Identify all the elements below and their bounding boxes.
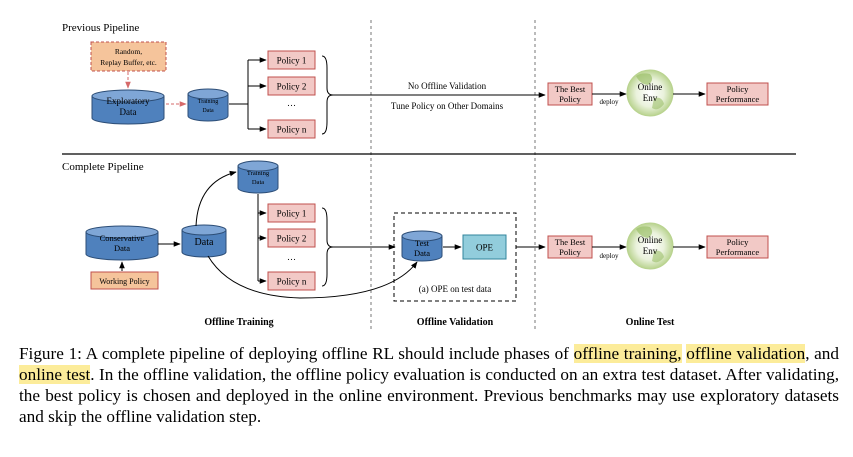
caption-label: Figure 1:: [19, 344, 82, 363]
caption-text-4: . In the offline validation, the offline…: [19, 365, 839, 426]
test-data-database: Test Data: [401, 230, 443, 262]
best-policy-box-previous: The Best Policy: [547, 82, 593, 106]
highlight-online-test: online test: [19, 365, 91, 384]
svg-text:Policy 1: Policy 1: [277, 56, 307, 66]
svg-text:Policy: Policy: [727, 84, 749, 94]
svg-text:Working Policy: Working Policy: [99, 277, 149, 286]
exploratory-data-database: Exploratory Data: [91, 89, 165, 125]
svg-text:OPE: OPE: [476, 243, 494, 253]
ope-caption: (a) OPE on test data: [419, 284, 491, 294]
random-source-box: Random, Replay Buffer, etc.: [90, 41, 167, 72]
highlight-offline-training: offline training,: [573, 344, 682, 363]
svg-text:Data: Data: [252, 179, 264, 186]
working-policy-box: Working Policy: [90, 271, 159, 290]
svg-text:Random,: Random,: [115, 47, 142, 56]
svg-text:Policy 2: Policy 2: [277, 82, 307, 92]
svg-text:Env: Env: [643, 246, 658, 256]
pipeline-figure: Previous Pipeline Random, Replay Buffer,…: [62, 20, 796, 330]
online-env-globe-previous: Online Env: [626, 69, 674, 117]
training-data-database-previous: Training Data: [187, 88, 229, 122]
svg-text:Policy n: Policy n: [277, 277, 307, 287]
svg-text:Data: Data: [414, 248, 430, 258]
phase-label-online-test: Online Test: [626, 317, 675, 328]
svg-text:Replay Buffer, etc.: Replay Buffer, etc.: [100, 58, 157, 67]
svg-text:Conservative: Conservative: [100, 233, 145, 243]
svg-text:Policy 1: Policy 1: [277, 209, 307, 219]
data-database: Data: [181, 224, 227, 258]
svg-text:Policy: Policy: [559, 247, 581, 257]
phase-label-offline-validation: Offline Validation: [417, 317, 494, 328]
tune-policy-label: Tune Policy on Other Domains: [391, 101, 504, 111]
svg-text:Exploratory: Exploratory: [107, 96, 150, 106]
complete-pipeline-title: Complete Pipeline: [62, 161, 144, 173]
svg-text:Env: Env: [643, 93, 658, 103]
svg-text:Data: Data: [114, 243, 130, 253]
deploy-label-previous: deploy: [599, 98, 619, 106]
svg-text:Data: Data: [120, 107, 137, 117]
conservative-data-database: Conservative Data: [85, 225, 159, 261]
svg-text:Online: Online: [638, 82, 663, 92]
svg-text:Online: Online: [638, 235, 663, 245]
svg-text:Training: Training: [247, 170, 270, 177]
online-env-globe-complete: Online Env: [626, 222, 674, 270]
svg-text:The Best: The Best: [555, 237, 586, 247]
svg-text:Test: Test: [415, 238, 430, 248]
svg-text:…: …: [287, 252, 296, 262]
phase-label-offline-training: Offline Training: [204, 317, 273, 328]
svg-text:Policy: Policy: [559, 94, 581, 104]
svg-text:Data: Data: [195, 237, 214, 248]
svg-text:Performance: Performance: [716, 94, 760, 104]
svg-text:The Best: The Best: [555, 84, 586, 94]
policy-performance-box-complete: Policy Performance: [706, 235, 769, 259]
svg-text:Data: Data: [202, 108, 214, 114]
deploy-label-complete: deploy: [599, 252, 619, 260]
svg-text:…: …: [287, 98, 296, 108]
no-offline-validation-label: No Offline Validation: [408, 81, 487, 91]
highlight-offline-validation: offline validation: [686, 344, 806, 363]
best-policy-box-complete: The Best Policy: [547, 235, 593, 259]
pipeline-diagram: Previous Pipeline Random, Replay Buffer,…: [62, 20, 796, 330]
policy-list-complete: Policy 1 Policy 2 … Policy n: [267, 203, 316, 291]
svg-text:Performance: Performance: [716, 247, 760, 257]
svg-text:Training: Training: [198, 99, 218, 105]
figure-caption: Figure 1: A complete pipeline of deployi…: [19, 343, 839, 427]
policy-performance-box-previous: Policy Performance: [706, 82, 769, 106]
policy-list-previous: Policy 1 Policy 2 … Policy n: [267, 50, 316, 139]
svg-text:Policy n: Policy n: [277, 125, 307, 135]
ope-box: OPE: [462, 234, 507, 260]
caption-text-3: , and: [805, 344, 839, 363]
caption-text-1: A complete pipeline of deploying offline…: [81, 344, 574, 363]
training-data-database-complete: Training Data: [237, 160, 279, 194]
svg-text:Policy 2: Policy 2: [277, 234, 307, 244]
svg-text:Policy: Policy: [727, 237, 749, 247]
previous-pipeline-title: Previous Pipeline: [62, 22, 139, 34]
